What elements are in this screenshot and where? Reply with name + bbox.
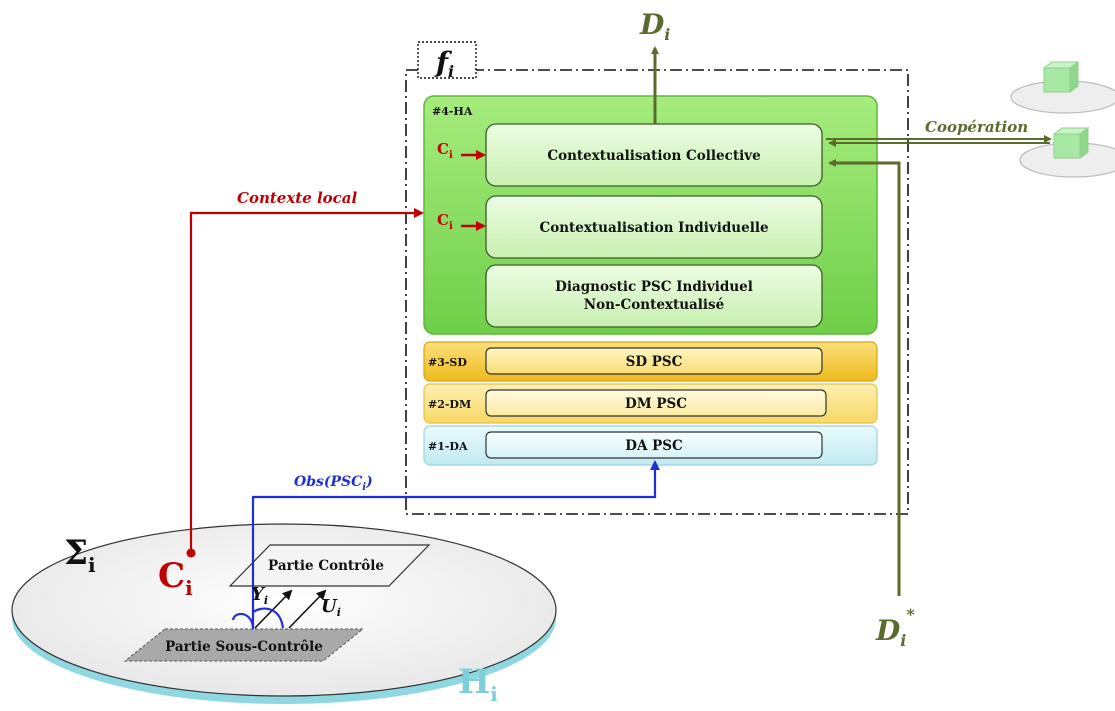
sigma-label: Σi bbox=[64, 533, 96, 577]
dm-layer-tag: #2-DM bbox=[428, 398, 471, 411]
ha-diagnostic-text-1: Diagnostic PSC Individuel bbox=[555, 279, 753, 295]
u-arrow bbox=[288, 589, 327, 629]
contexte-local-arrow bbox=[189, 208, 424, 552]
contexte-local-label: Contexte local bbox=[237, 189, 358, 207]
partie-controle-shape bbox=[228, 544, 431, 587]
ci-big-label: Ci bbox=[158, 556, 193, 600]
partie-sous-controle-text: Partie Sous-Contrôle bbox=[165, 639, 323, 655]
ha-individual-text: Contextualisation Individuelle bbox=[539, 220, 768, 236]
d-star-feedback-arrow bbox=[828, 159, 901, 596]
dm-psc-text: DM PSC bbox=[625, 396, 687, 412]
peer-disk-2 bbox=[1019, 127, 1115, 178]
obs-split-right bbox=[252, 607, 285, 629]
ci-collective-label: Ci bbox=[437, 140, 453, 161]
sd-psc-text: SD PSC bbox=[626, 354, 683, 370]
partie-controle-text: Partie Contrôle bbox=[268, 558, 384, 574]
peer-disk-1 bbox=[1010, 61, 1115, 114]
d-output-label: Di bbox=[639, 8, 670, 44]
d-star-label: Di* bbox=[875, 605, 915, 650]
obs-psc-label: Obs(PSCi) bbox=[294, 474, 373, 493]
ha-individual-box bbox=[485, 195, 823, 259]
fi-frame bbox=[405, 69, 909, 515]
ui-label: Ui bbox=[321, 596, 341, 619]
cooperation-label: Coopération bbox=[925, 118, 1028, 136]
obs-psc-arrow bbox=[231, 462, 655, 630]
ha-diagnostic-text-2: Non-Contextualisé bbox=[584, 297, 724, 313]
sd-psc-box bbox=[485, 347, 823, 375]
ha-collective-text: Contextualisation Collective bbox=[547, 148, 760, 164]
fi-label-box bbox=[417, 41, 477, 79]
ha-layer-tag: #4-HA bbox=[432, 105, 473, 118]
context-source-dot bbox=[186, 548, 196, 558]
yi-label: Yi bbox=[251, 584, 268, 607]
hi-label: Hi bbox=[458, 662, 498, 706]
partie-sous-controle-shape bbox=[123, 628, 365, 662]
da-psc-text: DA PSC bbox=[625, 438, 683, 454]
ha-diagnostic-box bbox=[485, 264, 823, 328]
da-layer-tag: #1-DA bbox=[428, 440, 468, 453]
dm-psc-box bbox=[485, 389, 827, 417]
ci-individual-label: Ci bbox=[437, 211, 453, 232]
sd-layer-tag: #3-SD bbox=[428, 356, 467, 369]
